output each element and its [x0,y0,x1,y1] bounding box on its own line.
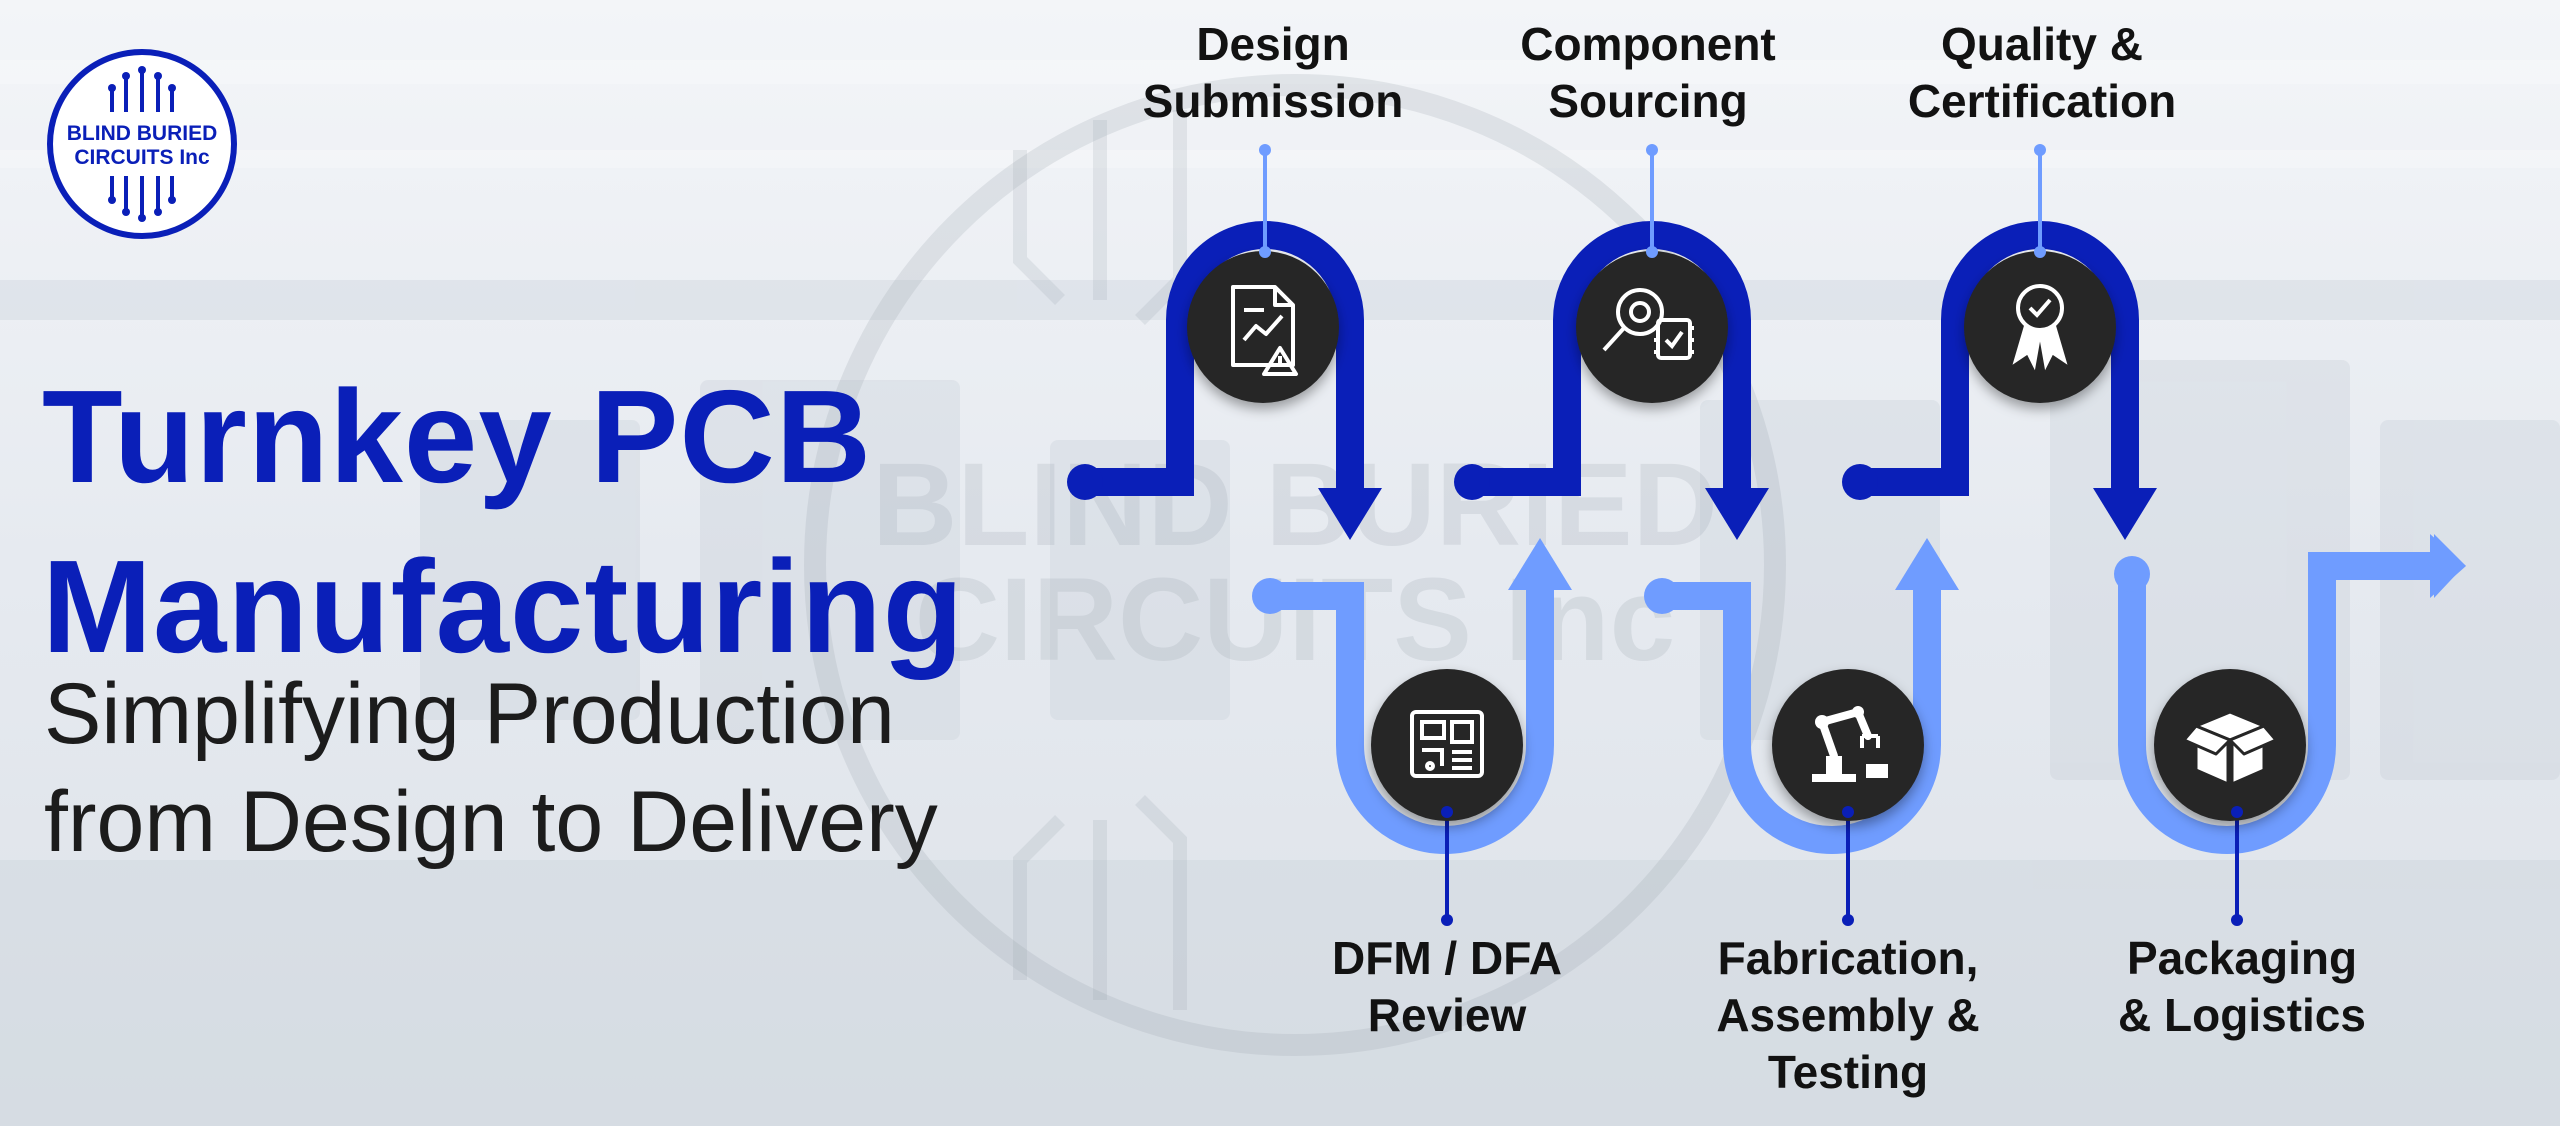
lower-flow-arrowheads [1252,534,2466,614]
step-label-design-submission: Design Submission [1142,18,1404,127]
label-connectors [1263,150,2239,920]
arrowhead-down-1 [1318,488,1382,540]
title-line-2: Manufacturing [42,533,965,680]
step-label-fabrication: Fabrication, Assembly & Testing [1716,932,1980,1098]
step-node-dfm-review [1371,669,1523,821]
logo-text-line-2: CIRCUITS Inc [74,146,210,169]
page-subtitle: Simplifying Production from Design to De… [44,660,938,876]
step-node-packaging [2154,669,2306,821]
logo-text-line-1: BLIND BURIED [67,122,218,145]
step-label-quality-certification: Quality & Certification [1907,18,2177,127]
step-node-component-sourcing [1576,246,1728,403]
step-node-quality-certification [1964,246,2116,403]
flow-start-dot-4 [1644,578,1680,614]
lower-flow-paths [1270,552,2440,854]
flow-path-step-3 [1472,221,1751,496]
step-node-fabrication [1772,669,1924,821]
upper-flow-paths [1085,221,2139,496]
page-title: Turnkey PCB Manufacturing [42,352,964,692]
flow-start-dot-3 [1454,464,1490,500]
subtitle-line-1: Simplifying Production [44,666,895,762]
step-label-packaging: Packaging & Logistics [2118,932,2366,1041]
flow-path-step-6 [2118,552,2440,854]
flow-start-dot-2 [1252,578,1288,614]
arrowhead-down-3 [1705,488,1769,540]
flow-start-dot-5 [1842,464,1878,500]
magnifier-chip-icon [1602,288,1694,360]
company-logo: BLIND BURIED CIRCUITS Inc [47,49,237,239]
flow-start-dot-1 [1067,464,1103,500]
flow-start-dot-6 [2114,556,2150,592]
arrowhead-down-5 [2093,488,2157,540]
title-line-1: Turnkey PCB [42,363,873,510]
connector-dots [1259,144,2243,926]
robot-arm-icon [1812,706,1888,782]
flow-path-step-5 [1860,221,2139,496]
circuit-board-icon [1410,710,1484,778]
step-label-dfm-review: DFM / DFA Review [1332,932,1562,1041]
arrowhead-up-2 [1508,538,1572,590]
box-icon [2182,710,2278,786]
upper-flow-arrowheads [1067,464,2157,540]
certificate-badge-icon [2012,284,2068,371]
subtitle-line-2: from Design to Delivery [44,774,938,870]
document-analysis-icon [1231,285,1298,376]
step-label-component-sourcing: Component Sourcing [1520,18,1776,127]
arrowhead-up-4 [1895,538,1959,590]
step-node-design-submission [1187,246,1339,403]
flow-path-step-1 [1085,221,1364,496]
flow-path-step-4 [1662,582,1941,854]
flow-path-step-2 [1270,582,1554,854]
